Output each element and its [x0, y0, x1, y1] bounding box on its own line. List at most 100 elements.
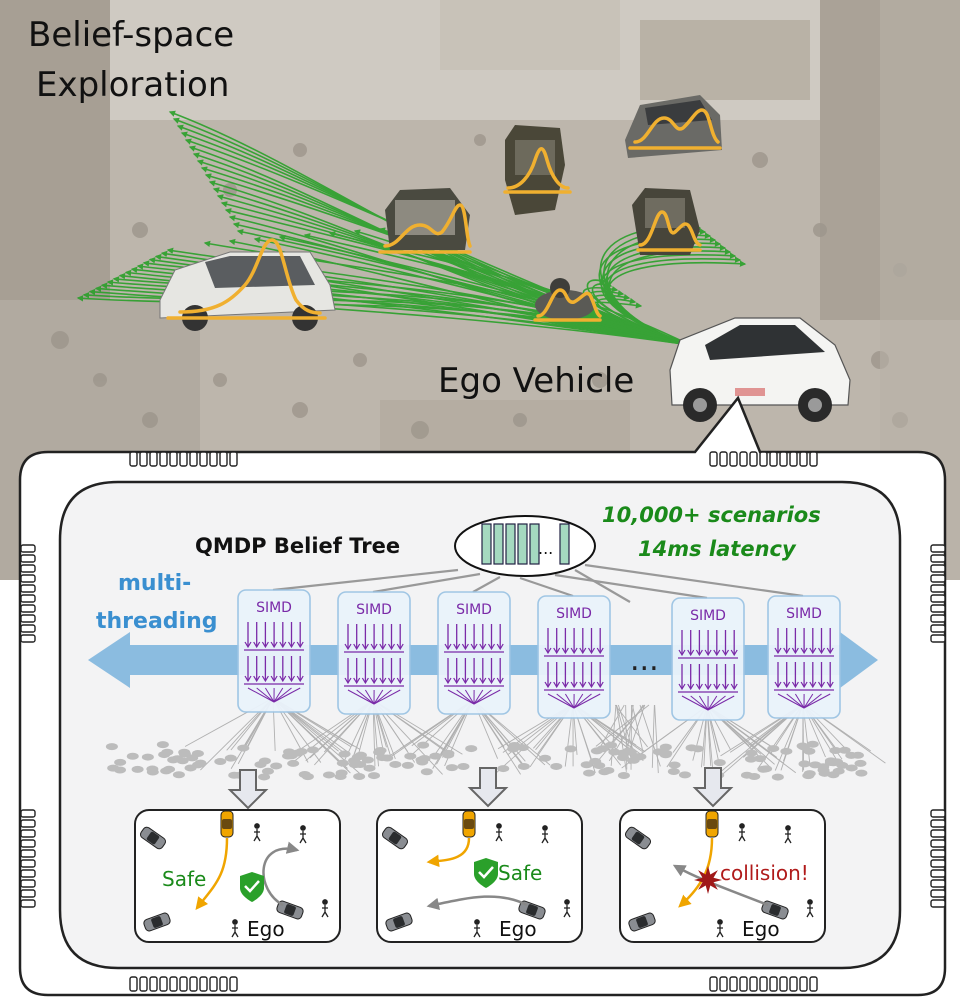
simd-lane-arrow: [721, 649, 730, 657]
chip-pin: [149, 451, 158, 467]
chip-pin: [20, 869, 36, 878]
chip-pin: [930, 889, 946, 898]
tree-bar: [529, 523, 540, 565]
chip-pin: [769, 976, 778, 992]
pedestrian-icon: [495, 823, 503, 842]
simd-lane-arrow: [370, 677, 378, 685]
rollout-node: [753, 755, 766, 763]
simd-funnel: [786, 693, 805, 709]
rollout-node: [322, 771, 335, 779]
pedestrian-icon: [541, 825, 549, 844]
simd-lane-arrow: [800, 681, 808, 689]
chip-pin: [189, 451, 198, 467]
simd-funnel: [707, 695, 735, 711]
ego-path: [195, 837, 229, 910]
chip-pin: [20, 849, 36, 858]
rollout-node: [416, 758, 429, 766]
simd-funnel: [264, 687, 275, 703]
tree-link: [272, 568, 459, 592]
simd-funnel: [473, 689, 484, 705]
simd-box: [437, 591, 511, 715]
rollout-node: [178, 748, 191, 756]
tree-bars: [481, 523, 570, 565]
car-icon: [761, 900, 789, 920]
scenario-ego-label: Ego: [742, 917, 780, 941]
simd-funnel: [373, 689, 401, 705]
rollout-node: [608, 748, 621, 756]
rollout-node: [335, 769, 348, 777]
car-icon: [143, 912, 171, 932]
trajectory-line: [253, 236, 691, 346]
rollout-node: [258, 773, 271, 781]
multi-label-line1: multi-: [118, 571, 191, 596]
simd-lane-arrow: [730, 683, 738, 691]
simd-funnel: [547, 693, 575, 709]
rollout-node: [767, 745, 780, 753]
chip-pin: [20, 859, 36, 868]
simd-lane-arrow: [695, 649, 703, 657]
simd-funnel: [473, 689, 492, 705]
tree-link: [574, 569, 631, 603]
other-path: [672, 864, 769, 907]
rollout-node: [354, 761, 367, 769]
rollout-node: [539, 754, 552, 762]
rollout-link: [592, 704, 645, 767]
qmdp-belief-tree-label: QMDP Belief Tree: [195, 534, 400, 558]
simd-funnel: [556, 693, 575, 709]
simd-lane-arrow: [704, 683, 712, 691]
simd-funnel: [473, 689, 501, 705]
simd-lane-arrow: [453, 643, 461, 651]
rollout-node: [254, 761, 267, 769]
rollout-node: [809, 761, 822, 769]
simd-funnel: [707, 695, 718, 711]
chip-pin: [20, 634, 36, 643]
rollout-node: [291, 749, 304, 757]
rollout-node: [114, 758, 127, 766]
latency-label: 14ms latency: [638, 537, 797, 561]
scenario-count-label: 10,000+ scenarios: [602, 503, 821, 527]
simd-label: SIMD: [690, 608, 726, 624]
chip-pin: [129, 976, 138, 992]
rickshaw-2: [505, 125, 565, 215]
tree-link: [472, 576, 501, 593]
rollout-node: [740, 771, 753, 779]
simd-box: [767, 595, 841, 719]
chip-pin: [930, 839, 946, 848]
simd-lane-arrow: [261, 641, 269, 649]
belief-curve-rickshaw-2: [503, 147, 572, 194]
simd-label: SIMD: [556, 606, 592, 622]
simd-lane-arrow: [361, 677, 369, 685]
rollout-node: [713, 759, 726, 767]
rollout-node: [564, 745, 577, 753]
chip-pin: [759, 451, 768, 467]
rollout-node: [298, 770, 311, 778]
chip-pin: [20, 554, 36, 563]
chip-pin: [709, 451, 718, 467]
chip-pin: [189, 976, 198, 992]
simd-box: [537, 595, 611, 719]
simd-lane-arrow: [809, 681, 817, 689]
chip-pin: [20, 574, 36, 583]
simd-funnel: [803, 693, 814, 709]
chip-pin: [930, 634, 946, 643]
tree-bar: [493, 523, 504, 565]
rollout-node: [855, 769, 868, 777]
pedestrian-icon: [563, 899, 571, 918]
simd-funnel: [803, 693, 831, 709]
simd-lane-arrow: [344, 643, 352, 651]
chip-pin: [799, 451, 808, 467]
rollout-node: [550, 762, 563, 770]
car-icon: [381, 826, 409, 850]
rollout-node: [176, 757, 189, 765]
simd-label: SIMD: [786, 606, 822, 622]
simd-lane-arrow: [817, 647, 826, 655]
belief-curve-gray-car: [628, 108, 722, 150]
simd-lane-arrow: [379, 677, 387, 685]
rollout-node: [590, 747, 603, 755]
simd-lane-arrow: [544, 647, 552, 655]
chip-pin: [739, 451, 748, 467]
pedestrian-icon: [231, 919, 239, 938]
tree-link: [372, 572, 481, 594]
ego-vehicle-label: Ego Vehicle: [438, 361, 634, 401]
